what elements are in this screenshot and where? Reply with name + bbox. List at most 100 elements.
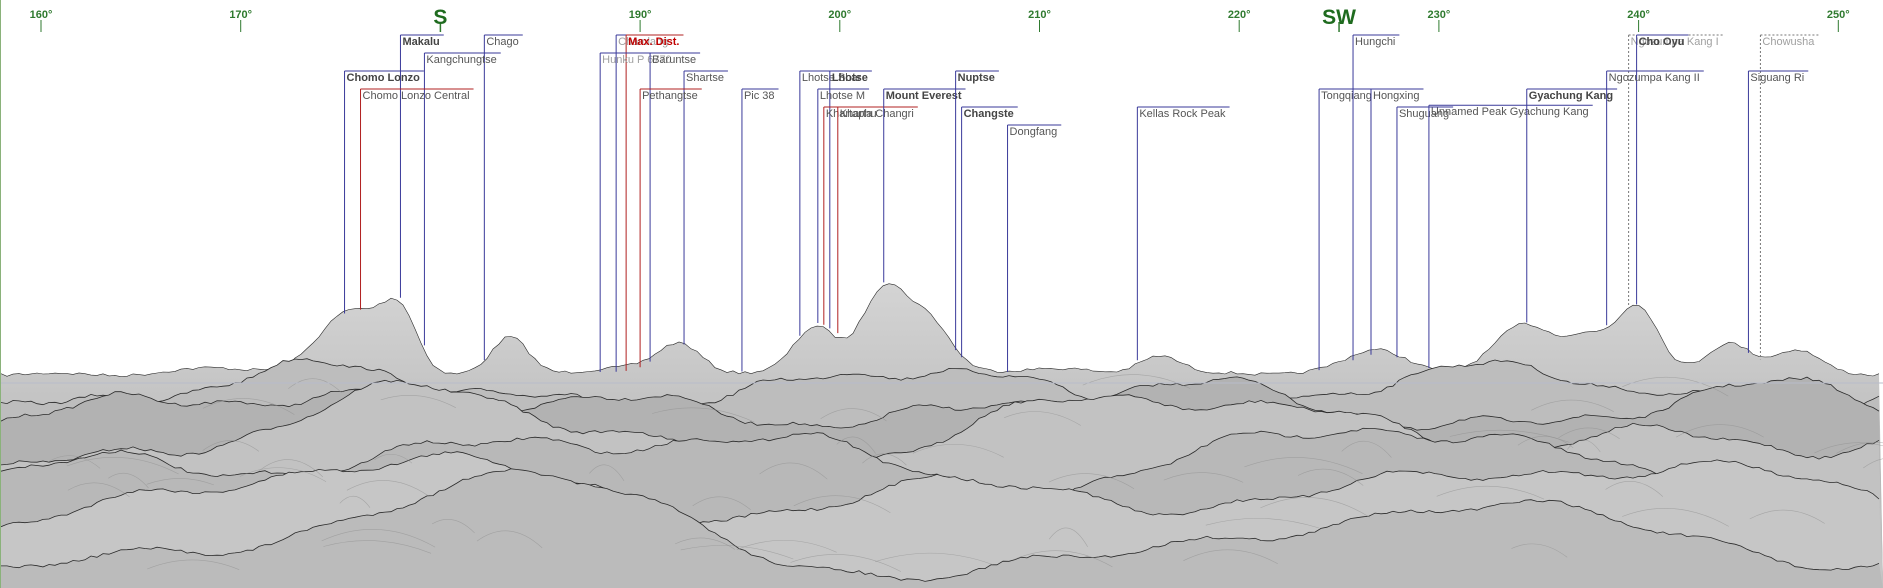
peak-name-label[interactable]: Khartaphu: [826, 108, 877, 120]
terrain-shading: [1341, 440, 1392, 458]
peak-marker[interactable]: Hongxing: [1370, 88, 1424, 355]
terrain-shading: [380, 395, 456, 408]
degree-label: 230°: [1428, 9, 1451, 21]
peak-marker[interactable]: Chowusha: [1759, 34, 1819, 360]
terrain-shading: [202, 440, 260, 452]
terrain-shading: [1048, 473, 1135, 489]
peak-marker[interactable]: Kharta Changri: [837, 106, 918, 334]
peak-marker[interactable]: Unnamed Peak Gyachung Kang: [1428, 104, 1593, 369]
peak-name-label[interactable]: Siguang Ri: [1750, 72, 1804, 84]
terrain-shading: [736, 539, 837, 553]
terrain-shading: [476, 530, 543, 549]
peak-marker[interactable]: Lhotse M: [817, 88, 870, 323]
peak-name-label[interactable]: Shuguang: [1399, 108, 1449, 120]
peak-name-label[interactable]: Ngozumpa Kang I: [1631, 36, 1719, 48]
peak-marker[interactable]: Pic 38: [741, 88, 779, 372]
peak-marker[interactable]: Chomo Lonzo: [344, 70, 424, 314]
peak-name-label[interactable]: Mount Everest: [886, 90, 962, 102]
terrain-shading: [1183, 549, 1278, 565]
peak-name-label[interactable]: Changste: [964, 108, 1014, 120]
terrain-shading: [1511, 543, 1568, 558]
ridge-outline: [1, 468, 1880, 582]
peak-marker[interactable]: Changste: [961, 106, 1018, 358]
peak-name-label[interactable]: Max. Dist.: [628, 36, 679, 48]
peak-name-label[interactable]: Gyachung Kang: [1529, 90, 1613, 102]
terrain-shading: [1004, 411, 1081, 426]
peak-name-label[interactable]: Lhotse M: [820, 90, 865, 102]
ridge-outline: [1, 283, 1880, 378]
peak-marker[interactable]: Siguang Ri: [1747, 70, 1809, 353]
terrain-shading: [321, 529, 436, 548]
peak-marker[interactable]: Kellas Rock Peak: [1136, 106, 1230, 361]
terrain-shading: [1863, 458, 1883, 469]
degree-label: 170°: [229, 9, 252, 21]
peak-marker[interactable]: Lhotse: [829, 70, 872, 329]
terrain-shading: [431, 518, 475, 534]
peak-marker[interactable]: Chomo Lonzo Central: [360, 88, 474, 310]
peak-marker[interactable]: Pethangtse: [639, 88, 702, 368]
degree-label: 160°: [30, 9, 53, 21]
peak-name-label[interactable]: Chomo Lonzo Central: [363, 90, 470, 102]
terrain-shading: [339, 496, 371, 508]
peak-name-label[interactable]: Kangchungtse: [426, 54, 496, 66]
terrain-shading: [692, 496, 751, 511]
peak-name-label[interactable]: Shartse: [686, 72, 724, 84]
peak-marker[interactable]: Kangchungtse: [423, 52, 501, 346]
terrain-shading: [793, 495, 891, 514]
peak-marker[interactable]: Gyachung Kang: [1526, 88, 1618, 323]
peak-marker[interactable]: Dongfang: [1007, 124, 1062, 372]
peak-name-label[interactable]: Hongxing: [1373, 90, 1419, 102]
peak-name-label[interactable]: Pethangtse: [642, 90, 698, 102]
peak-name-label[interactable]: Dongfang: [1010, 126, 1058, 138]
terrain-shading: [202, 398, 295, 415]
peak-marker[interactable]: Baruntse: [649, 52, 701, 362]
peak-marker[interactable]: Shuguang: [1396, 106, 1454, 358]
peak-name-label[interactable]: Lhotse: [832, 72, 868, 84]
peak-name-label[interactable]: Ngozumpa Kang II: [1609, 72, 1700, 84]
terrain-shading: [1014, 550, 1113, 568]
peak-marker[interactable]: Chago: [483, 34, 523, 361]
peak-name-label[interactable]: Pic 38: [744, 90, 775, 102]
peak-marker[interactable]: Max. Dist.: [625, 34, 684, 371]
terrain-shading: [1260, 497, 1370, 518]
terrain-shading: [66, 457, 179, 475]
terrain-shading: [1676, 424, 1764, 438]
peak-name-label[interactable]: Unnamed Peak Gyachung Kang: [1431, 106, 1589, 118]
terrain-shading: [820, 408, 887, 422]
peak-name-label[interactable]: Chago: [486, 36, 518, 48]
terrain-shading: [1297, 468, 1364, 486]
terrain-shading: [1836, 441, 1883, 454]
peak-marker[interactable]: Cho Oyu: [1636, 34, 1689, 305]
peak-marker[interactable]: Makalu: [399, 34, 444, 298]
peak-name-label[interactable]: Chomo Lonzo: [347, 72, 421, 84]
peak-marker[interactable]: Nuptse: [955, 70, 999, 351]
peak-marker[interactable]: Mount Everest: [883, 88, 966, 283]
peak-name-label[interactable]: Hungchi: [1355, 36, 1395, 48]
peak-name-label[interactable]: Cho Oyu: [1639, 36, 1685, 48]
peak-marker[interactable]: Tongqiang: [1318, 88, 1376, 371]
terrain-shading: [652, 407, 755, 423]
peak-name-label[interactable]: Lhotse Shar: [802, 72, 862, 84]
peak-name-label[interactable]: Tongqiang: [1321, 90, 1372, 102]
peak-name-label[interactable]: Kellas Rock Peak: [1139, 108, 1226, 120]
terrain-shading: [147, 559, 240, 570]
peak-marker[interactable]: Ngozumpa Kang II: [1606, 70, 1704, 326]
peak-name-label[interactable]: Chamlang: [618, 36, 668, 48]
terrain-shading: [1048, 527, 1088, 548]
peak-marker[interactable]: Shartse: [683, 70, 728, 345]
peak-name-label[interactable]: Hunku P 6770: [602, 54, 672, 66]
peak-name-label[interactable]: Baruntse: [652, 54, 696, 66]
ridge-outline: [1, 379, 1880, 470]
peak-marker[interactable]: Hungchi: [1352, 34, 1400, 361]
peak-name-label[interactable]: Makalu: [402, 36, 439, 48]
terrain-ridge: [1, 468, 1883, 588]
terrain-shading: [374, 454, 413, 464]
peak-name-label[interactable]: Kharta Changri: [840, 108, 914, 120]
peak-name-label[interactable]: Nuptse: [958, 72, 995, 84]
terrain-shading: [759, 462, 828, 480]
peak-marker[interactable]: Ngozumpa Kang I: [1628, 34, 1723, 308]
peak-name-label[interactable]: Chowusha: [1762, 36, 1815, 48]
